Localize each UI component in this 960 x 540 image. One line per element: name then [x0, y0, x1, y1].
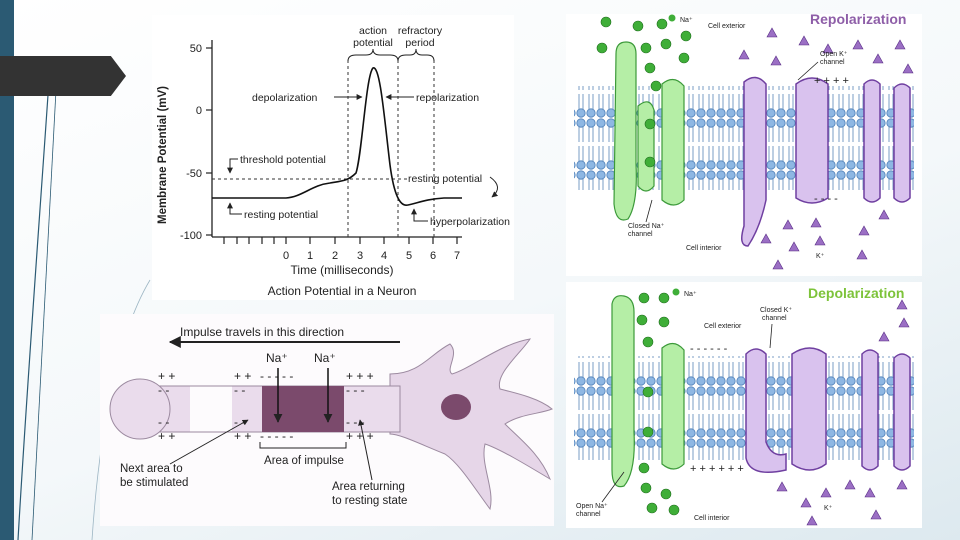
na-key-icon-2	[672, 288, 680, 296]
x-axis-label: Time (milliseconds)	[291, 263, 394, 277]
closed-k-label-2: channel	[762, 315, 787, 322]
axon-terminal	[109, 378, 171, 440]
slide-tab-arrow	[0, 56, 126, 96]
label-action: action	[359, 25, 387, 37]
label-returning-1: Area returning	[332, 481, 405, 493]
label-depolarization: depolarization	[252, 92, 318, 104]
action-potential-curve	[212, 67, 462, 206]
svg-text:- -: - -	[234, 383, 245, 397]
na-key-icon	[668, 14, 676, 22]
na-key-label-2: Na⁺	[684, 291, 697, 298]
y-tick-0: 0	[196, 105, 202, 117]
label-refractory: refractory	[398, 25, 443, 37]
svg-text:+ +: + +	[158, 369, 175, 383]
na-ions-2	[636, 292, 680, 516]
neuron-cell-body	[389, 338, 553, 511]
k-key-label: K⁺	[816, 253, 825, 260]
x-tick-3: 3	[357, 250, 363, 262]
svg-text:+ + +: + + +	[346, 369, 374, 383]
label-resting-left: resting potential	[244, 209, 318, 221]
slide-sidebar-bar	[0, 0, 14, 540]
y-tick-minus-100: -100	[180, 230, 202, 242]
closed-k-label-1: Closed K⁺	[760, 307, 792, 314]
label-period: period	[405, 37, 434, 49]
x-tick-6: 6	[430, 250, 436, 262]
label-next-area-2: be stimulated	[120, 477, 188, 489]
x-tick-7: 7	[454, 250, 460, 262]
label-potential: potential	[353, 37, 393, 49]
ion-na-left: Na⁺	[266, 351, 288, 365]
action-potential-graph: 50 0 -50 -100 0 1 2 3 4 5 6 7 Membrane P…	[152, 15, 514, 300]
label-repolarization: repolarization	[416, 92, 479, 104]
svg-text:- -: - -	[158, 383, 169, 397]
svg-text:- - - - - -: - - - - - -	[690, 343, 728, 355]
cell-interior-label-2: Cell interior	[694, 515, 730, 522]
repolarization-title: Repolarization	[810, 14, 906, 27]
graph-caption: Action Potential in a Neuron	[268, 284, 417, 298]
svg-text:+ +: + +	[234, 369, 251, 383]
k-channel-open	[741, 76, 767, 247]
svg-text:+ + +: + + +	[346, 429, 374, 443]
closed-na-label-1: Closed Na⁺	[628, 223, 665, 230]
svg-text:- -: - -	[234, 415, 245, 429]
label-resting-right: resting potential	[408, 173, 482, 185]
impulse-propagation-diagram: Impulse travels in this direction + +- -…	[100, 314, 554, 526]
svg-text:- - - - -: - - - - -	[260, 429, 293, 443]
cell-exterior-label: Cell exterior	[708, 23, 746, 30]
label-area-of-impulse: Area of impulse	[264, 455, 344, 467]
y-tick-minus-50: -50	[186, 168, 202, 180]
ion-na-right: Na⁺	[314, 351, 336, 365]
x-tick-5: 5	[406, 250, 412, 262]
svg-text:+ +: + +	[158, 429, 175, 443]
label-threshold: threshold potential	[240, 154, 326, 166]
y-tick-50: 50	[190, 43, 202, 55]
svg-text:+ +: + +	[234, 429, 251, 443]
cell-interior-label: Cell interior	[686, 245, 722, 252]
na-channel-open	[611, 295, 635, 488]
k-channel-closed	[745, 348, 787, 473]
na-channel-closed	[613, 41, 637, 221]
svg-text:+ + + + + +: + + + + + +	[690, 463, 744, 475]
y-axis-label: Membrane Potential (mV)	[157, 86, 169, 224]
svg-text:+ + + +: + + + +	[814, 75, 849, 87]
area-of-impulse-block	[262, 386, 344, 432]
cell-exterior-label-2: Cell exterior	[704, 323, 742, 330]
depolarization-title: Depolarization	[808, 285, 904, 301]
open-k-label-1: Open K⁺	[820, 51, 848, 58]
x-tick-1: 1	[307, 250, 313, 262]
impulse-direction-label: Impulse travels in this direction	[180, 325, 344, 339]
neuron-nucleus	[441, 394, 471, 420]
na-key-label: Na⁺	[680, 17, 693, 24]
open-na-label-1: Open Na⁺	[576, 503, 608, 510]
open-na-label-2: channel	[576, 511, 601, 518]
svg-text:- - - - -: - - - - -	[260, 369, 293, 383]
svg-text:- - -: - - -	[346, 383, 365, 397]
k-ions	[738, 27, 914, 270]
k-ions-2	[776, 299, 910, 526]
closed-na-label-2: channel	[628, 231, 653, 238]
na-ions	[596, 16, 692, 168]
k-key-label-2: K⁺	[824, 505, 833, 512]
svg-text:- -: - -	[158, 415, 169, 429]
open-k-label-2: channel	[820, 59, 845, 66]
x-tick-0: 0	[283, 250, 289, 262]
depolarization-panel: - - - - - - + + + + + + Depolarization N…	[566, 282, 922, 528]
label-hyperpolarization: hyperpolarization	[430, 216, 510, 228]
svg-text:- - - -: - - - -	[814, 193, 838, 205]
x-tick-2: 2	[332, 250, 338, 262]
label-returning-2: to resting state	[332, 495, 407, 507]
x-tick-4: 4	[381, 250, 387, 262]
repolarization-panel: + + + + - - - - Repolarization Na⁺ Cell …	[566, 14, 922, 276]
label-next-area-1: Next area to	[120, 463, 183, 475]
